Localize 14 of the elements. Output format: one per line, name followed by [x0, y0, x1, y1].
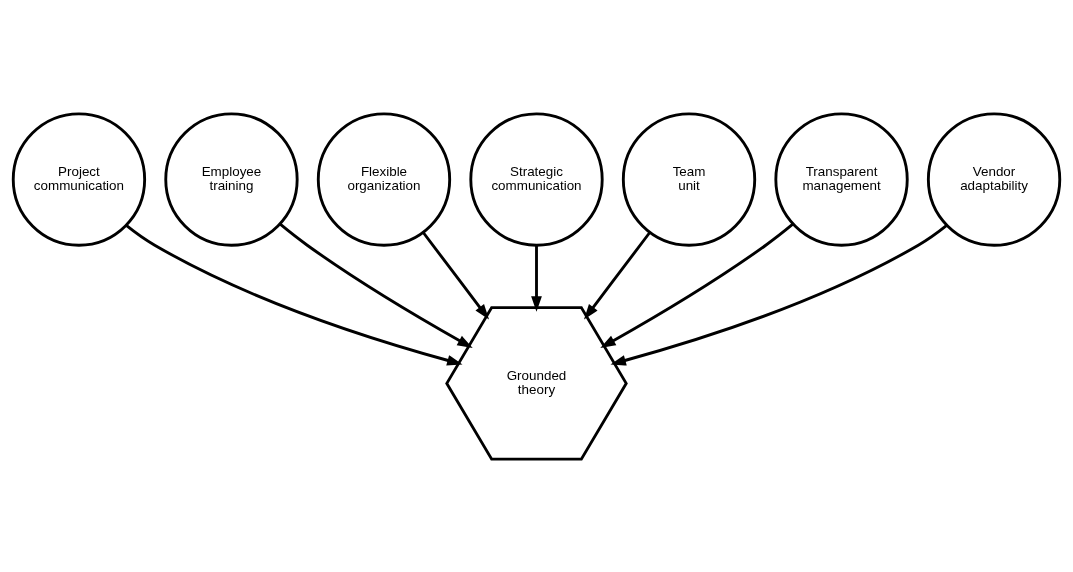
- arrow: [610, 223, 948, 366]
- node-circle: Employee training: [164, 111, 299, 247]
- node-circle: Flexible organization: [316, 111, 452, 247]
- arrow: [279, 222, 473, 348]
- node-circle: Team unit: [621, 111, 757, 247]
- arrow: [125, 223, 463, 366]
- node-circle: Transparent management: [774, 111, 909, 247]
- arrow: [531, 245, 542, 312]
- arrow: [600, 222, 794, 348]
- arrow: [583, 231, 651, 320]
- node-circle: Vendor adaptability: [926, 111, 1062, 247]
- arrow: [422, 231, 490, 320]
- node-circle: Project communication: [11, 111, 147, 247]
- node-circle: Strategic communication: [469, 111, 604, 247]
